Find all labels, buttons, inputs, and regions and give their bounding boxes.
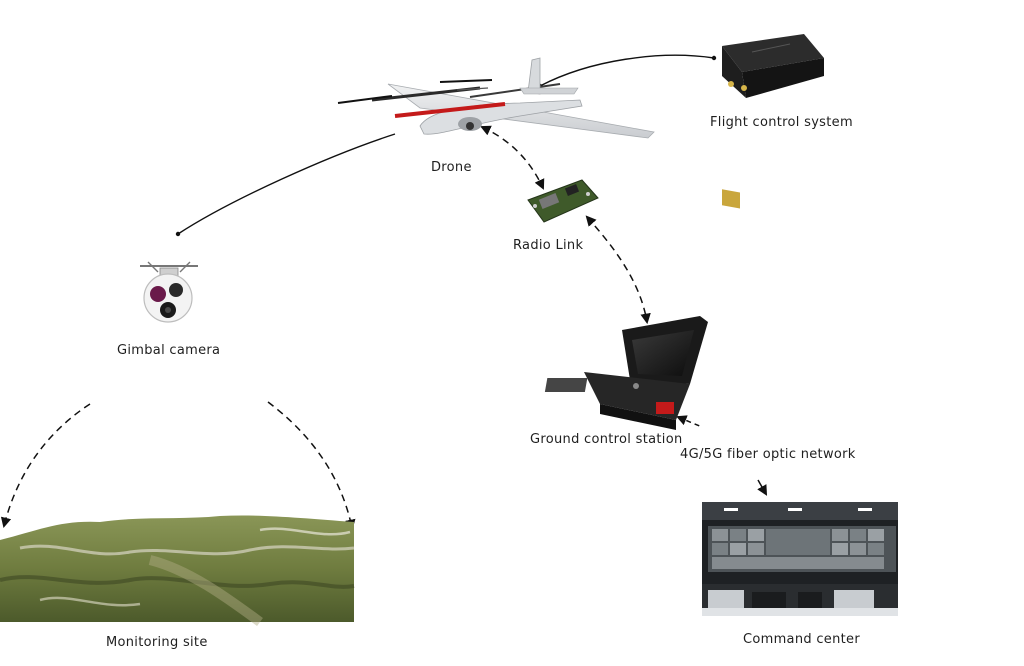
monitoring-site-terrain-illustration	[0, 515, 355, 627]
label-gimbal-camera: Gimbal camera	[117, 343, 221, 358]
command-center-illustration	[702, 502, 898, 616]
connector-endpoint-gimbal	[175, 231, 181, 237]
label-radio-link: Radio Link	[513, 238, 584, 253]
ground-control-station-illustration	[544, 316, 708, 430]
arrow-gimbal-site-left	[0, 403, 91, 529]
radio-link-board-illustration	[527, 179, 599, 223]
label-command-center: Command center	[743, 632, 860, 647]
arrow-gimbal-site-right	[267, 401, 356, 531]
connector-endpoint-flight-control	[711, 55, 717, 61]
arrow-network-command	[757, 479, 768, 496]
video-wall	[708, 526, 896, 572]
label-drone: Drone	[431, 160, 472, 175]
label-flight-control-system: Flight control system	[710, 115, 853, 130]
arrow-drone-radio	[480, 125, 545, 190]
flight-control-unit-illustration	[722, 34, 824, 209]
arrow-ground-network	[676, 415, 703, 428]
label-monitoring-site: Monitoring site	[106, 635, 208, 650]
label-network: 4G/5G fiber optic network	[680, 447, 856, 462]
arrow-radio-ground	[585, 215, 651, 325]
connector-drone-gimbal	[177, 133, 396, 235]
connector-drone-flight-control	[539, 54, 715, 87]
label-ground-control-station: Ground control station	[530, 432, 683, 447]
drone-illustration	[337, 57, 655, 139]
gimbal-camera-illustration	[140, 261, 198, 323]
